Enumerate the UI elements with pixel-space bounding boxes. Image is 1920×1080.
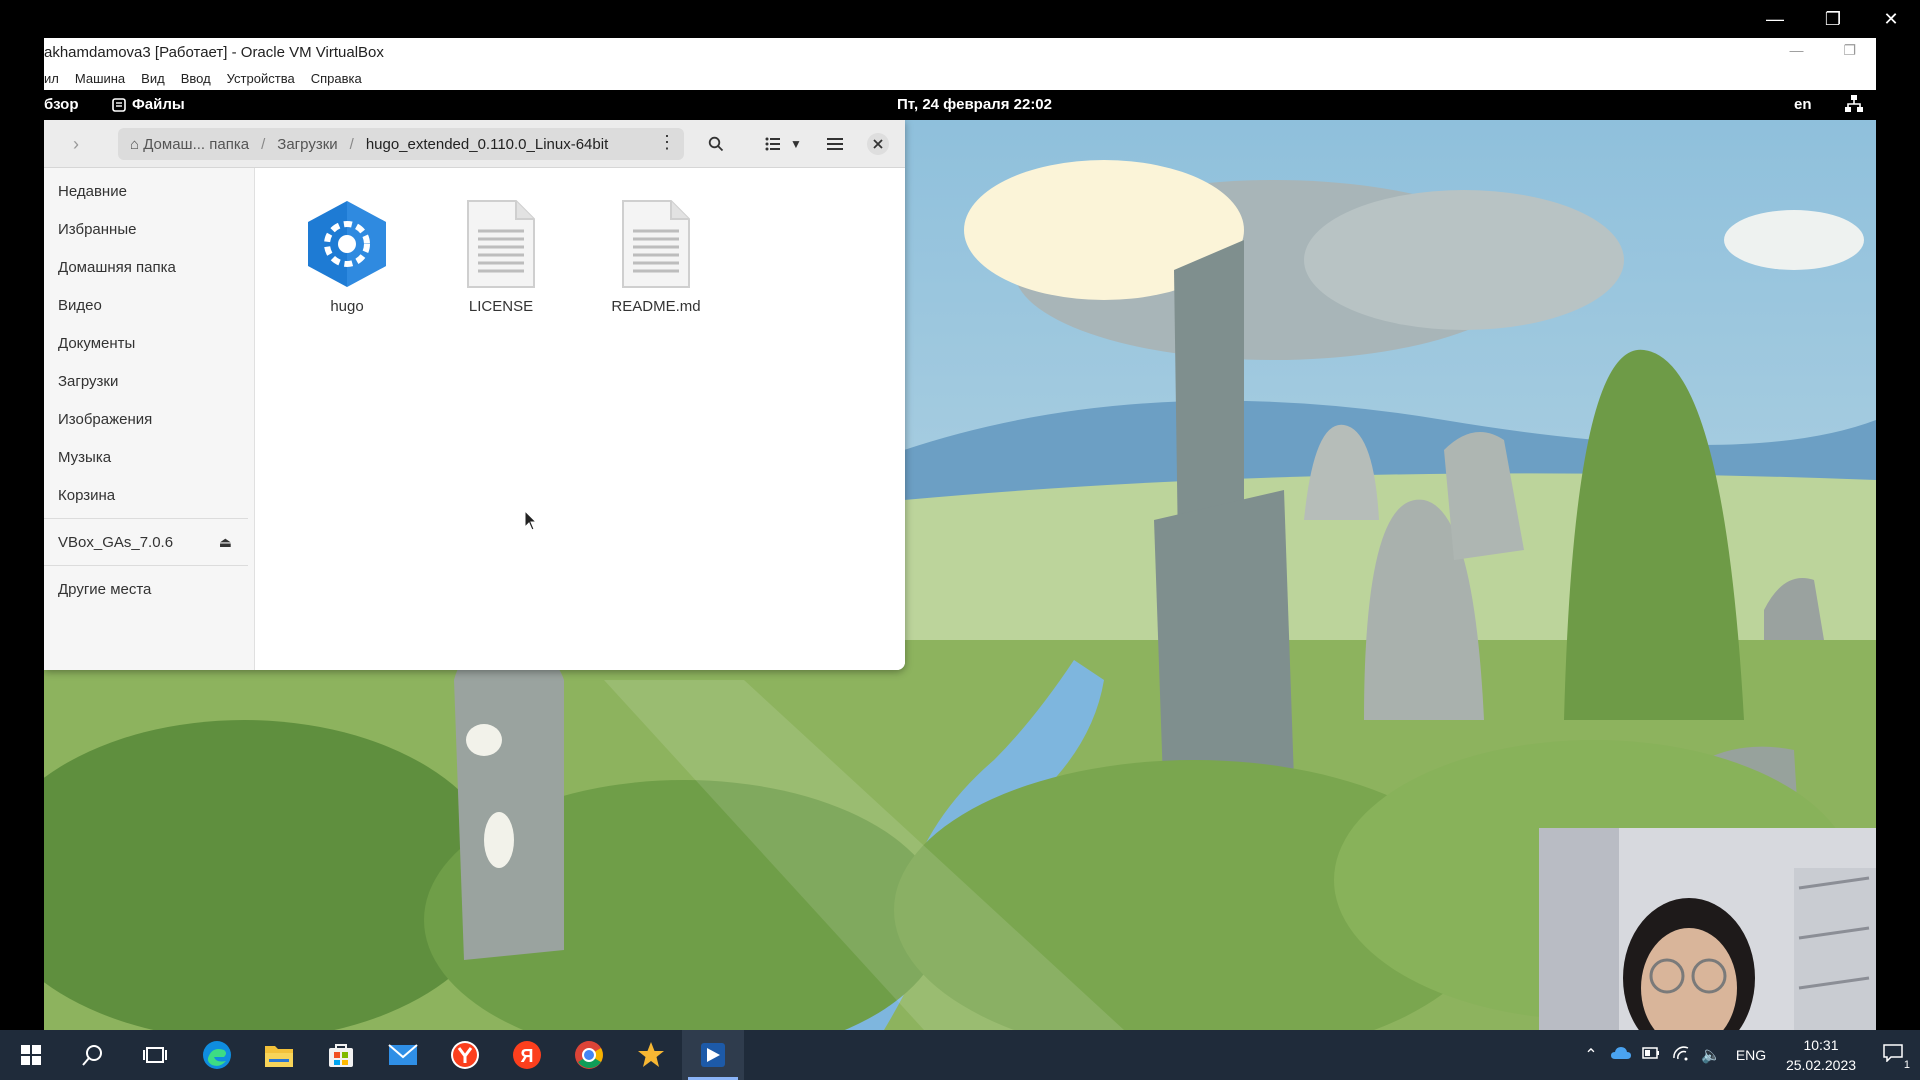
host-window-controls: — ❐ ✕ xyxy=(1746,0,1920,38)
menu-file[interactable]: ил xyxy=(44,70,59,86)
executable-icon xyxy=(302,196,392,292)
menu-devices[interactable]: Устройства xyxy=(226,70,295,86)
network-icon[interactable] xyxy=(1844,94,1864,118)
input-language[interactable]: ENG xyxy=(1735,1047,1767,1063)
chrome-icon[interactable] xyxy=(558,1030,620,1080)
file-name: hugo xyxy=(330,298,364,315)
vbox-restore-icon[interactable]: ❐ xyxy=(1843,42,1856,58)
sidebar-item-videos[interactable]: Видео xyxy=(58,296,102,314)
mail-icon[interactable] xyxy=(372,1030,434,1080)
store-icon[interactable] xyxy=(310,1030,372,1080)
chevron-up-icon[interactable]: ⌃ xyxy=(1584,1047,1598,1064)
text-file-icon xyxy=(456,196,546,292)
hamburger-menu-icon[interactable] xyxy=(820,130,850,158)
taskbar-time: 10:31 xyxy=(1803,1037,1839,1053)
minimize-icon[interactable]: — xyxy=(1766,8,1784,29)
notifications-icon[interactable]: 1 xyxy=(1866,1043,1920,1071)
file-explorer-icon[interactable] xyxy=(248,1030,310,1080)
path-bar: ⌂ Домаш... папка / Загрузки / hugo_exten… xyxy=(118,128,684,160)
close-window-icon[interactable] xyxy=(864,130,892,158)
sidebar-item-home[interactable]: Домашняя папка xyxy=(58,258,176,276)
file-name: LICENSE xyxy=(468,298,534,315)
path-current[interactable]: hugo_extended_0.110.0_Linux-64bit xyxy=(365,135,609,153)
sidebar-item-downloads[interactable]: Загрузки xyxy=(58,372,119,390)
menu-help[interactable]: Справка xyxy=(310,70,362,86)
task-view-icon[interactable] xyxy=(124,1030,186,1080)
vbox-title: akhamdamova3 [Работает] - Oracle VM Virt… xyxy=(44,43,384,61)
host-window-titlebar: — ❐ ✕ xyxy=(0,0,1920,38)
star-app-icon[interactable] xyxy=(620,1030,682,1080)
sidebar-item-recent[interactable]: Недавние xyxy=(58,182,127,200)
taskbar-date: 25.02.2023 xyxy=(1785,1057,1857,1073)
taskbar-clock[interactable]: 10:31 25.02.2023 xyxy=(1776,1035,1866,1075)
sidebar-item-device[interactable]: VBox_GAs_7.0.6 ⏏ xyxy=(44,523,254,561)
keyboard-layout[interactable]: en xyxy=(1794,96,1812,113)
guest-screen: бзор Файлы Пт, 24 февраля 22:02 en › ⌂ Д… xyxy=(44,90,1876,1030)
virtualbox-window: akhamdamova3 [Работает] - Oracle VM Virt… xyxy=(44,38,1876,1030)
volume-icon[interactable]: 🔈 xyxy=(1701,1047,1721,1064)
app-menu[interactable]: Файлы xyxy=(112,96,185,113)
sidebar-item-trash[interactable]: Корзина xyxy=(58,486,116,504)
mouse-cursor-icon xyxy=(524,510,538,531)
sidebar-separator xyxy=(44,518,248,519)
sidebar-item-music[interactable]: Музыка xyxy=(58,448,112,466)
windows-start-icon[interactable] xyxy=(0,1030,62,1080)
yandex-icon[interactable] xyxy=(434,1030,496,1080)
eject-icon[interactable]: ⏏ xyxy=(218,533,232,550)
activities-button[interactable]: бзор xyxy=(44,96,79,113)
vbox-titlebar: akhamdamova3 [Работает] - Oracle VM Virt… xyxy=(44,38,1876,66)
search-icon[interactable] xyxy=(701,130,731,158)
sidebar-item-other-locations[interactable]: Другие места xyxy=(58,580,152,598)
path-downloads[interactable]: Загрузки xyxy=(277,135,338,153)
chevron-down-icon[interactable]: ▼ xyxy=(790,137,802,151)
svg-text:Я: Я xyxy=(521,1046,534,1066)
text-file-icon xyxy=(611,196,701,292)
sidebar-item-documents[interactable]: Документы xyxy=(58,334,136,352)
menu-view[interactable]: Вид xyxy=(141,70,165,86)
onedrive-icon[interactable] xyxy=(1606,1046,1636,1064)
search-icon[interactable] xyxy=(62,1030,124,1080)
sidebar-separator xyxy=(44,565,248,566)
vbox-minimize-icon[interactable]: — xyxy=(1789,42,1804,58)
home-icon: ⌂ xyxy=(130,135,140,153)
gnome-clock[interactable]: Пт, 24 февраля 22:02 xyxy=(897,96,1052,113)
file-name: README.md xyxy=(611,298,701,315)
yandex-browser-icon[interactable]: Я xyxy=(496,1030,558,1080)
files-content: hugo LICENSE xyxy=(255,168,905,670)
files-app-icon xyxy=(112,97,126,112)
file-item-readme[interactable]: README.md xyxy=(596,196,716,315)
device-label: VBox_GAs_7.0.6 xyxy=(58,533,174,551)
path-home[interactable]: ⌂ Домаш... папка xyxy=(130,135,250,153)
windows-taskbar: Я ⌃ 🔈 ENG 10:31 25.02.2023 1 xyxy=(0,1030,1920,1080)
vbox-menubar: ил Машина Вид Ввод Устройства Справка xyxy=(44,66,1876,90)
close-icon[interactable]: ✕ xyxy=(1883,8,1899,29)
menu-input[interactable]: Ввод xyxy=(180,70,211,86)
gnome-top-bar: бзор Файлы Пт, 24 февраля 22:02 en xyxy=(44,90,1876,120)
path-separator: / xyxy=(261,135,266,153)
edge-icon[interactable] xyxy=(186,1030,248,1080)
files-sidebar: Недавние Избранные Домашняя папка Видео … xyxy=(44,168,255,670)
file-item-hugo[interactable]: hugo xyxy=(287,196,407,315)
system-tray: ⌃ 🔈 ENG 10:31 25.02.2023 1 xyxy=(1576,1030,1920,1080)
wifi-icon[interactable] xyxy=(1666,1045,1696,1066)
notification-count: 1 xyxy=(1903,1058,1910,1071)
sidebar-item-starred[interactable]: Избранные xyxy=(58,220,137,238)
forward-icon[interactable]: › xyxy=(73,133,79,154)
files-window: › ⌂ Домаш... папка / Загрузки / hugo_ext… xyxy=(44,120,905,670)
app-menu-label: Файлы xyxy=(132,96,185,113)
restore-icon[interactable]: ❐ xyxy=(1824,8,1842,29)
webcam-overlay xyxy=(1539,828,1876,1030)
virtualbox-icon[interactable] xyxy=(682,1030,744,1080)
sidebar-item-pictures[interactable]: Изображения xyxy=(58,410,153,428)
file-item-license[interactable]: LICENSE xyxy=(441,196,561,315)
path-separator: / xyxy=(349,135,354,153)
files-headerbar: › ⌂ Домаш... папка / Загрузки / hugo_ext… xyxy=(44,120,905,168)
list-view-icon[interactable] xyxy=(758,130,788,158)
more-options-icon[interactable]: ⋮ xyxy=(658,132,676,152)
battery-icon[interactable] xyxy=(1636,1046,1666,1064)
menu-machine[interactable]: Машина xyxy=(74,70,126,86)
